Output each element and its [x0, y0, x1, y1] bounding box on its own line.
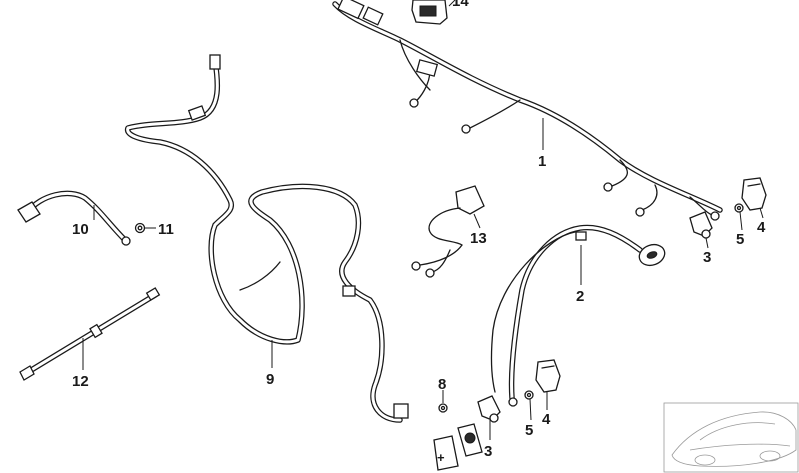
connector-14[interactable] — [411, 0, 448, 25]
callout-8: 8 — [438, 376, 446, 393]
battery-terminal-negative[interactable] — [457, 423, 483, 457]
callout-10: 10 — [72, 221, 89, 238]
plus-icon: + — [437, 450, 445, 465]
callout-3-upper: 3 — [703, 249, 711, 266]
callout-4-lower: 4 — [542, 411, 551, 428]
cable-2[interactable] — [490, 224, 668, 407]
washer-5-lower[interactable] — [524, 390, 534, 400]
callout-5-upper: 5 — [736, 231, 744, 248]
leader-lines — [82, 0, 764, 440]
callout-2: 2 — [576, 288, 584, 305]
callout-4-upper: 4 — [757, 219, 766, 236]
callout-labels: 1 2 3 3 4 4 5 5 8 9 10 11 12 13 14 — [72, 0, 766, 460]
callout-3-lower: 3 — [484, 443, 492, 460]
cable-9[interactable] — [124, 54, 409, 423]
clamp-3-upper[interactable] — [689, 211, 713, 239]
washer-5-upper[interactable] — [734, 203, 744, 213]
sensor-13[interactable] — [411, 185, 485, 278]
battery-terminal-positive[interactable]: + — [433, 435, 459, 471]
callout-12: 12 — [72, 373, 89, 390]
nut-11[interactable] — [134, 222, 146, 234]
callout-1: 1 — [538, 153, 546, 170]
cover-4-upper[interactable] — [741, 177, 767, 211]
cover-4-lower[interactable] — [535, 359, 561, 393]
callout-13: 13 — [470, 230, 487, 247]
car-thumbnail — [663, 402, 799, 473]
washer-8[interactable] — [438, 403, 448, 413]
cable-12[interactable] — [19, 287, 161, 381]
cable-10[interactable] — [17, 190, 131, 246]
clamp-3-lower[interactable] — [477, 395, 501, 423]
callout-11: 11 — [158, 221, 174, 238]
callout-14: 14 — [452, 0, 469, 10]
harness-main[interactable] — [332, 0, 723, 221]
callout-9: 9 — [266, 371, 274, 388]
callout-5-lower: 5 — [525, 422, 533, 439]
